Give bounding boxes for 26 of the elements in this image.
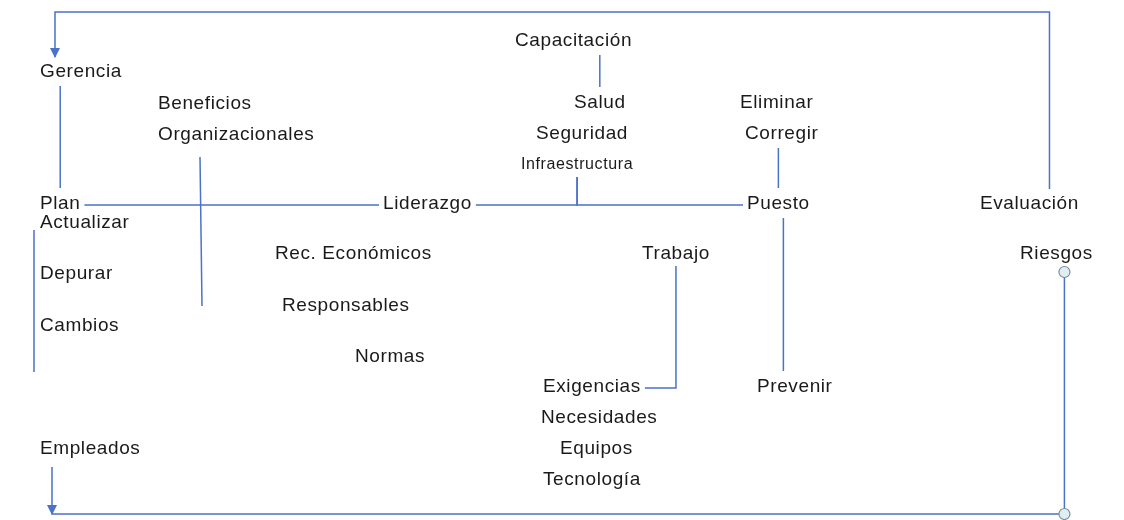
node-text: Trabajo	[642, 242, 710, 264]
node-text: Tecnología	[543, 468, 641, 490]
node-text: Prevenir	[757, 375, 833, 397]
node-text: Empleados	[40, 437, 141, 459]
node-text: Necesidades	[541, 406, 658, 428]
node-text: Normas	[355, 345, 426, 367]
node-text: Liderazgo	[383, 192, 472, 214]
node-text: Responsables	[282, 294, 410, 316]
node-text: Beneficios Organizacionales	[158, 87, 315, 149]
node-text: Equipos	[560, 437, 633, 459]
node-text: Exigencias	[543, 375, 641, 397]
node-text: Depurar	[40, 262, 113, 284]
node-text: Gerencia	[40, 60, 122, 82]
node-text: Rec. Económicos	[275, 242, 432, 264]
node-text: Seguridad	[536, 122, 629, 144]
node-text: Eliminar	[740, 91, 814, 113]
node-text: Infraestructura	[521, 153, 634, 175]
node-text: Puesto	[747, 192, 810, 214]
node-text: Capacitación	[515, 29, 633, 51]
node-text: Plan	[40, 192, 81, 214]
node-text: Salud	[574, 91, 626, 113]
node-text: Riesgos	[1020, 242, 1093, 264]
node-text: Cambios	[40, 314, 120, 336]
node-text: Evaluación	[980, 192, 1079, 214]
node-text: Corregir	[745, 122, 819, 144]
node-text: Actualizar	[40, 211, 130, 233]
